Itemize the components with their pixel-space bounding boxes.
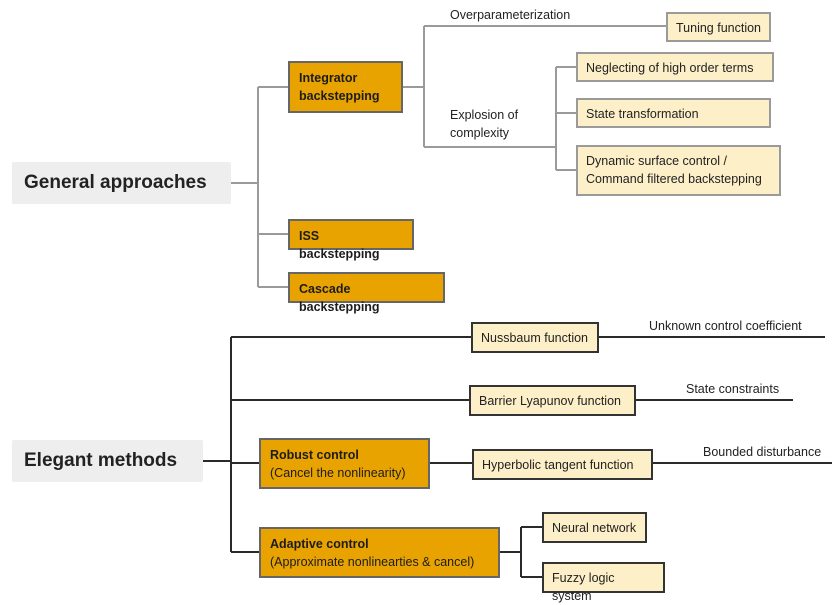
overparameterization-label: Overparameterization xyxy=(450,8,571,22)
barrier-lyapunov-function-node: Barrier Lyapunov function xyxy=(469,385,636,416)
explosion-of-complexity-label: Explosion of complexity xyxy=(450,106,518,142)
dsc-line1: Dynamic surface control / xyxy=(586,154,728,168)
nussbaum-function-label: Nussbaum function xyxy=(481,331,589,345)
elegant-connectors xyxy=(203,336,832,578)
neural-network-label: Neural network xyxy=(552,521,637,535)
iss-backstepping-label: ISS backstepping xyxy=(299,229,380,261)
state-transformation-node: State transformation xyxy=(576,98,771,128)
barrier-lyapunov-function-label: Barrier Lyapunov function xyxy=(479,394,621,408)
cascade-backstepping-label: Cascade backstepping xyxy=(299,282,380,314)
hyperbolic-tangent-function-label: Hyperbolic tangent function xyxy=(482,458,634,472)
robust-control-subtitle: (Cancel the nonlinearity) xyxy=(270,466,406,480)
neglecting-high-order-terms-label: Neglecting of high order terms xyxy=(586,61,754,75)
tuning-function-label: Tuning function xyxy=(676,21,762,35)
elegant-methods-label: Elegant methods xyxy=(24,450,178,471)
bounded-disturbance-label: Bounded disturbance xyxy=(703,445,822,459)
general-connectors xyxy=(231,25,666,288)
neural-network-node: Neural network xyxy=(542,512,647,543)
fuzzy-logic-system-label: Fuzzy logic system xyxy=(552,571,615,603)
explosion-line2: complexity xyxy=(450,126,510,140)
neglecting-high-order-terms-node: Neglecting of high order terms xyxy=(576,52,774,82)
integrator-backstepping-node: Integrator backstepping xyxy=(288,61,403,113)
fuzzy-logic-system-node: Fuzzy logic system xyxy=(542,562,665,603)
robust-control-title: Robust control xyxy=(270,448,359,462)
state-constraints-label: State constraints xyxy=(686,382,780,396)
iss-backstepping-node: ISS backstepping xyxy=(288,219,414,261)
unknown-control-coefficient-label: Unknown control coefficient xyxy=(649,319,802,333)
dynamic-surface-control-node: Dynamic surface control / Command filter… xyxy=(576,145,781,196)
adaptive-control-subtitle: (Approximate nonlinearties & cancel) xyxy=(270,555,475,569)
integrator-line1: Integrator xyxy=(299,71,358,85)
state-transformation-label: State transformation xyxy=(586,107,699,121)
adaptive-control-title: Adaptive control xyxy=(270,537,369,551)
general-approaches-label: General approaches xyxy=(24,172,207,193)
nussbaum-function-node: Nussbaum function xyxy=(471,322,599,353)
adaptive-control-node: Adaptive control (Approximate nonlineart… xyxy=(259,527,500,578)
dsc-line2: Command filtered backstepping xyxy=(586,172,762,186)
cascade-backstepping-node: Cascade backstepping xyxy=(288,272,445,314)
tuning-function-node: Tuning function xyxy=(666,12,771,42)
hyperbolic-tangent-function-node: Hyperbolic tangent function xyxy=(472,449,653,480)
general-approaches-root: General approaches xyxy=(12,162,231,204)
explosion-line1: Explosion of xyxy=(450,108,519,122)
elegant-methods-root: Elegant methods xyxy=(12,440,203,482)
robust-control-node: Robust control (Cancel the nonlinearity) xyxy=(259,438,430,489)
integrator-line2: backstepping xyxy=(299,89,380,103)
